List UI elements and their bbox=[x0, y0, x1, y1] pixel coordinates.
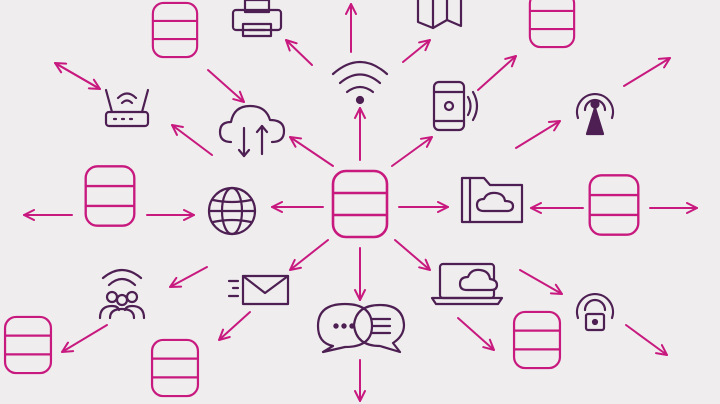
arrow bbox=[171, 124, 213, 156]
arrow bbox=[519, 269, 563, 295]
arrow bbox=[289, 239, 329, 271]
arrow bbox=[169, 266, 208, 288]
arrow bbox=[54, 62, 101, 90]
globe-icon bbox=[207, 186, 257, 236]
arrow bbox=[457, 317, 495, 351]
broadcast-tower-icon bbox=[575, 92, 615, 136]
arrow bbox=[285, 39, 313, 66]
arrow bbox=[207, 69, 245, 103]
arrow bbox=[218, 311, 251, 341]
cloud-folder-icon bbox=[460, 176, 524, 224]
chat-bubbles-icon bbox=[316, 302, 406, 354]
arrow bbox=[625, 324, 668, 356]
arrow bbox=[477, 55, 517, 91]
router-icon bbox=[104, 88, 150, 128]
arrow bbox=[289, 136, 334, 167]
arrow bbox=[515, 120, 561, 149]
cloud-sync-icon bbox=[218, 104, 286, 158]
map-icon bbox=[416, 0, 463, 30]
mail-icon bbox=[227, 274, 290, 306]
arrow bbox=[402, 39, 431, 63]
arrow bbox=[394, 239, 431, 271]
arrows bbox=[23, 3, 698, 402]
arrow bbox=[623, 57, 671, 87]
wireless-lock-icon bbox=[575, 292, 615, 332]
arrow bbox=[61, 324, 108, 353]
arrow bbox=[391, 136, 433, 167]
wireless-people-icon bbox=[98, 268, 146, 320]
laptop-cloud-icon bbox=[430, 262, 504, 306]
wifi-icon bbox=[331, 61, 389, 105]
smartphone-icon bbox=[432, 80, 479, 132]
printer-icon bbox=[231, 0, 283, 38]
